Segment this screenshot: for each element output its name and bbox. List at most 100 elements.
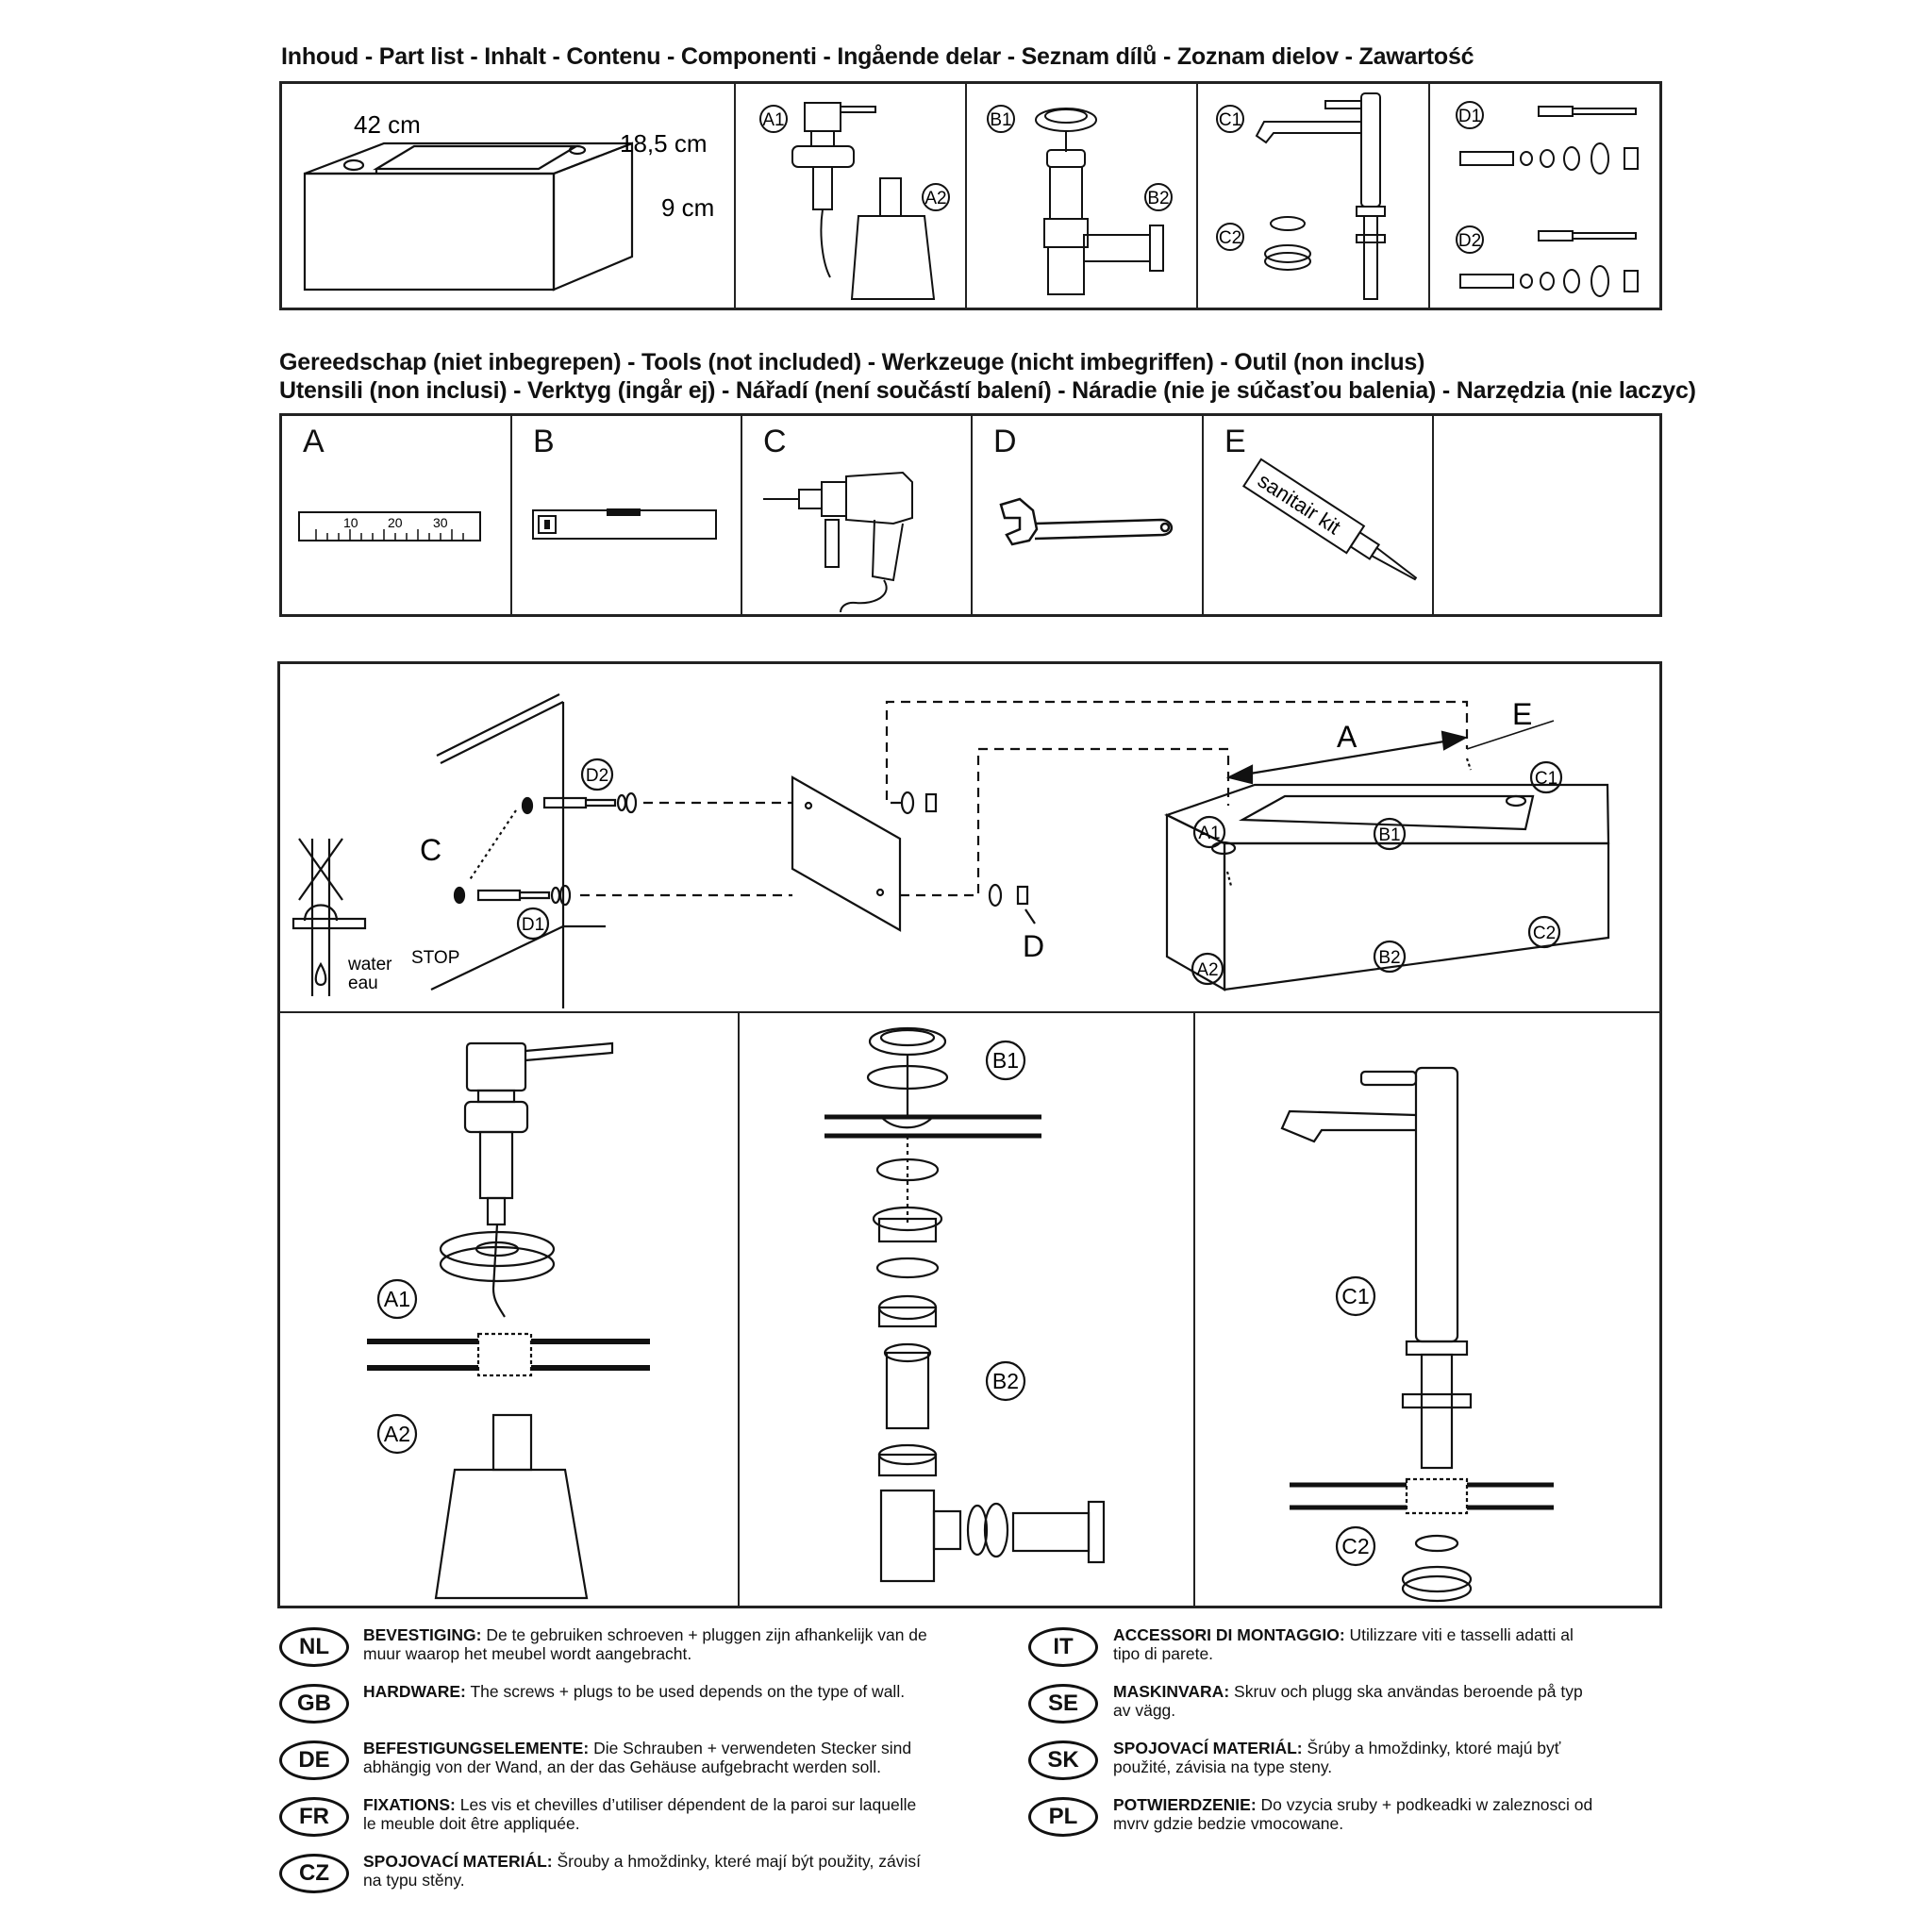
lang-note-fr: FIXATIONS: Les vis et chevilles d’utilis… xyxy=(363,1795,929,1833)
label-a1: A1 xyxy=(1198,824,1220,843)
lang-title-sk: SPOJOVACÍ MATERIÁL: xyxy=(1113,1739,1303,1757)
label-e: E xyxy=(1512,697,1532,731)
label-b1: B1 xyxy=(1378,825,1400,845)
lang-body-fr: Les vis et chevilles d’utiliser dépenden… xyxy=(363,1795,917,1833)
drain-install-diagram: B1 B2 xyxy=(824,1026,1106,1583)
part-label-b2: B2 xyxy=(1147,189,1169,208)
parts-cell-b: B1 B2 xyxy=(967,84,1198,308)
sink-depth-label: 18,5 cm xyxy=(620,129,708,158)
ruler-tick-20: 20 xyxy=(388,515,403,530)
lang-body-pl: Do vzycia sruby + podkeadki w zaleznosci… xyxy=(1113,1795,1593,1833)
assembly-col-divider-1 xyxy=(738,1011,740,1606)
lang-note-se: MASKINVARA: Skruv och plugg ska användas… xyxy=(1113,1682,1604,1720)
tools-heading-line2: Utensili (non inclusi) - Verktyg (ingår … xyxy=(279,377,1696,404)
lang-note-cz: SPOJOVACÍ MATERIÁL: Šrouby a hmoždinky, … xyxy=(363,1852,929,1890)
tool-cell-empty xyxy=(1434,416,1665,614)
tool-letter-c: C xyxy=(763,424,787,459)
tool-letter-d: D xyxy=(993,424,1017,459)
sealant-tube-icon: sanitair kit xyxy=(1241,458,1418,581)
lang-title-de: BEFESTIGUNGSELEMENTE: xyxy=(363,1739,590,1757)
lang-badge-cz: CZ xyxy=(279,1854,349,1893)
install-label-c2: C2 xyxy=(1341,1534,1369,1558)
label-c: C xyxy=(420,833,441,867)
faucet-parts: C1 C2 xyxy=(1216,92,1386,300)
water-label: water xyxy=(347,955,392,974)
tool-cell-a: A 10 20 30 xyxy=(282,416,512,614)
part-label-d1: D1 xyxy=(1458,107,1481,126)
sink-drawing: 42 cm 18,5 cm 9 cm xyxy=(303,110,714,291)
lang-title-fr: FIXATIONS: xyxy=(363,1795,456,1814)
faucet-install-diagram: C1 C2 xyxy=(1280,1066,1554,1603)
parts-table: 42 cm 18,5 cm 9 cm A1 A2 xyxy=(279,81,1662,310)
lang-note-sk: SPOJOVACÍ MATERIÁL: Šrúby a hmoždinky, k… xyxy=(1113,1739,1604,1776)
assembly-panel: C STOP water eau D A E D2 D1 A1 B1 C1 C2… xyxy=(277,661,1662,1608)
lang-title-cz: SPOJOVACÍ MATERIÁL: xyxy=(363,1852,553,1871)
lang-note-gb: HARDWARE: The screws + plugs to be used … xyxy=(363,1682,929,1701)
lang-body-se: Skruv och plugg ska användas beroende på… xyxy=(1113,1682,1583,1720)
soap-dispenser-parts: A1 A2 xyxy=(759,102,950,300)
drill-icon xyxy=(763,471,913,613)
lang-note-pl: POTWIERDZENIE: Do vzycia sruby + podkead… xyxy=(1113,1795,1604,1833)
parts-cell-a: A1 A2 xyxy=(736,84,967,308)
tool-letter-b: B xyxy=(533,424,555,459)
part-label-a1: A1 xyxy=(762,110,784,130)
parts-heading: Inhoud - Part list - Inhalt - Contenu - … xyxy=(281,43,1474,70)
install-label-b2: B2 xyxy=(992,1369,1019,1393)
part-label-c2: C2 xyxy=(1219,228,1241,248)
ruler-tick-30: 30 xyxy=(433,515,448,530)
lang-title-pl: POTWIERDZENIE: xyxy=(1113,1795,1257,1814)
tool-letter-e: E xyxy=(1224,424,1246,459)
label-d1: D1 xyxy=(522,915,544,935)
lang-badge-it: IT xyxy=(1028,1627,1098,1667)
parts-cell-c: C1 C2 xyxy=(1198,84,1430,308)
part-label-a2: A2 xyxy=(924,189,946,208)
wall-mounting-diagram: C STOP water eau D A E D2 D1 A1 B1 C1 C2… xyxy=(291,693,1610,1008)
lang-title-nl: BEVESTIGING: xyxy=(363,1625,482,1644)
drain-parts: B1 B2 xyxy=(987,105,1173,295)
lang-badge-pl: PL xyxy=(1028,1797,1098,1837)
lang-badge-fr: FR xyxy=(279,1797,349,1837)
lang-badge-gb: GB xyxy=(279,1684,349,1724)
dispenser-install-diagram: A1 A2 xyxy=(367,1041,650,1600)
spirit-level-icon xyxy=(532,508,717,540)
lang-body-it: Utilizzare viti e tasselli adatti al tip… xyxy=(1113,1625,1574,1663)
lang-note-de: BEFESTIGUNGSELEMENTE: Die Schrauben + ve… xyxy=(363,1739,929,1776)
label-a: A xyxy=(1337,720,1357,754)
lang-title-se: MASKINVARA: xyxy=(1113,1682,1230,1701)
install-label-a1: A1 xyxy=(384,1287,410,1311)
part-label-d2: D2 xyxy=(1458,231,1481,251)
install-label-a2: A2 xyxy=(384,1422,410,1446)
part-label-b1: B1 xyxy=(990,110,1011,130)
lang-body-cz: Šrouby a hmoždinky, které mají být použi… xyxy=(363,1852,921,1890)
lang-badge-sk: SK xyxy=(1028,1740,1098,1780)
tools-heading-line1: Gereedschap (niet inbegrepen) - Tools (n… xyxy=(279,349,1425,375)
tool-cell-d: D xyxy=(973,416,1204,614)
label-c2: C2 xyxy=(1533,924,1556,943)
lang-note-it: ACCESSORI DI MONTAGGIO: Utilizzare viti … xyxy=(1113,1625,1604,1663)
wrench-icon xyxy=(999,497,1173,546)
label-c1: C1 xyxy=(1535,769,1557,789)
lang-title-gb: HARDWARE: xyxy=(363,1682,466,1701)
lang-badge-de: DE xyxy=(279,1740,349,1780)
ruler-icon: 10 20 30 xyxy=(298,511,481,541)
tools-table: A 10 20 30 B C xyxy=(279,413,1662,617)
label-d: D xyxy=(1023,929,1044,963)
lang-note-nl: BEVESTIGING: De te gebruiken schroeven +… xyxy=(363,1625,929,1663)
stop-label: STOP xyxy=(411,948,459,968)
lang-body-nl: De te gebruiken schroeven + pluggen zijn… xyxy=(363,1625,927,1663)
tool-letter-a: A xyxy=(303,424,325,459)
assembly-col-divider-2 xyxy=(1193,1011,1195,1606)
parts-cell-d: D1 D2 xyxy=(1430,84,1662,308)
screws-plugs-parts: D1 D2 xyxy=(1456,101,1639,297)
tool-cell-e: E sanitair kit xyxy=(1204,416,1434,614)
lang-badge-se: SE xyxy=(1028,1684,1098,1724)
part-label-c1: C1 xyxy=(1219,110,1241,130)
install-label-c1: C1 xyxy=(1341,1284,1369,1308)
label-b2: B2 xyxy=(1378,948,1400,968)
lang-body-de: Die Schrauben + verwendeten Stecker sind… xyxy=(363,1739,912,1776)
lang-body-sk: Šrúby a hmoždinky, ktoré majú byť použit… xyxy=(1113,1739,1561,1776)
sink-height-label: 9 cm xyxy=(661,193,714,222)
tool-cell-b: B xyxy=(512,416,742,614)
lang-title-it: ACCESSORI DI MONTAGGIO: xyxy=(1113,1625,1345,1644)
eau-label: eau xyxy=(348,974,378,993)
